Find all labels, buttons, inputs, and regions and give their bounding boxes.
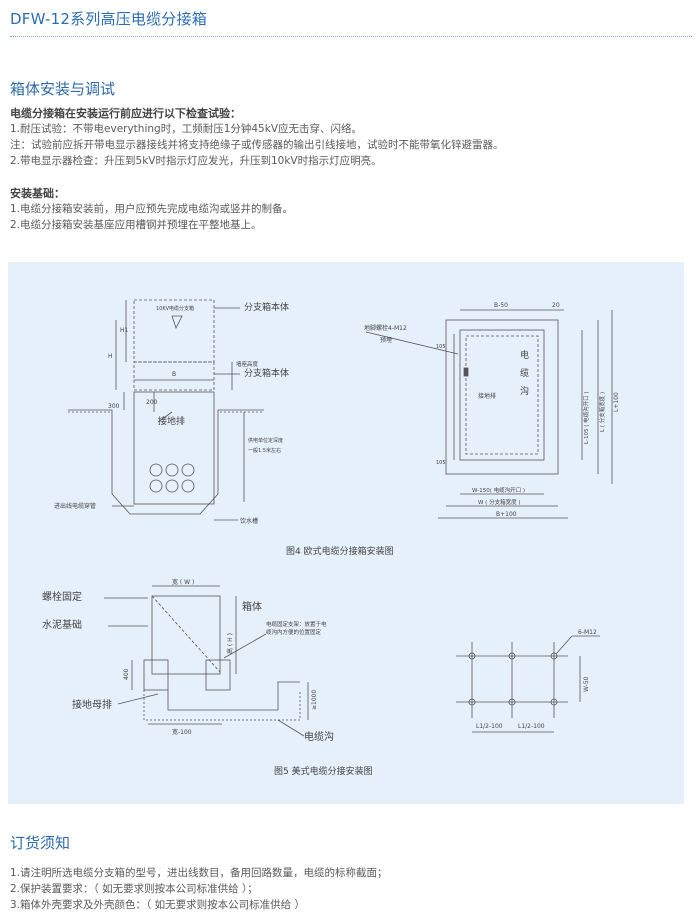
base-outer	[445, 319, 559, 475]
figure4-caption: 图4 欧式电缆分接箱安装图	[286, 545, 394, 557]
width-minus-100-label: 宽-100	[172, 728, 192, 736]
l-plus-100-label: L+100	[613, 392, 620, 412]
box-body-label-2: 分支箱本体	[244, 367, 289, 379]
order-item-2: 2.保护装置要求：（ 如无要求则按本公司标准供给 ）；	[10, 883, 258, 895]
dim-200-label: 200	[146, 399, 158, 406]
anchor-bolt-label: 地脚螺栓4-M12	[364, 324, 407, 332]
figure5-caption: 图5 美式电缆分接安装图	[274, 765, 373, 777]
bolts-6m12-label: 6-M12	[578, 629, 597, 636]
dim-105-top-label: 105	[436, 344, 446, 350]
embed-label: 预埋	[380, 336, 392, 344]
l-half-2-label: L1/2-100	[518, 723, 545, 730]
installation-drawings: 10KV电缆分支箱 分支箱本体 分支箱本体 接地排 H1 H B 300 200…	[42, 299, 620, 777]
l-depth-label: L ( 分支箱宽度 )	[598, 392, 606, 432]
trench-char-3: 沟	[520, 385, 529, 397]
nameplate-text: 10KV电缆分支箱	[156, 305, 194, 312]
trench-depth-label-1: 供电单位定深度	[248, 437, 283, 444]
section-heading-install: 箱体安装与调试	[10, 80, 116, 98]
trench-inner	[133, 391, 215, 505]
l-minus-105-label: L-105 ( 电缆沟开口 )	[582, 392, 590, 445]
box-body-label-1: 分支箱本体	[244, 301, 289, 313]
section-heading-ordering: 订货须知	[10, 834, 71, 852]
bolt-fix-label: 螺栓固定	[42, 590, 82, 603]
w-minus-50-label: W-50	[583, 676, 590, 692]
box-label: 箱体	[242, 600, 262, 613]
cable-trench-label: 电缆沟	[304, 730, 334, 743]
right-footing	[205, 659, 231, 691]
l-half-1-label: L1/2-100	[476, 723, 503, 730]
b-label: B	[172, 371, 176, 378]
h1-label: H1	[120, 327, 129, 334]
w-width-label: W ( 分支箱宽度 )	[478, 498, 520, 506]
w-minus-150-label: W-150( 电缆沟开口 )	[472, 486, 525, 494]
drain-label: 饮水槽	[240, 517, 258, 525]
check-item-note: 注：试验前应拆开带电显示器接线并将支持绝缘子或传感器的输出引线接地，试验时不能带…	[10, 139, 504, 151]
order-item-3: 3.箱体外壳要求及外壳颜色：（ 如无要求则按本公司标准供给 ）	[10, 899, 305, 911]
box-base-outline	[133, 361, 215, 391]
check-item-1: 1.耐压试验：不带电everything时，工频耐压1分钟45kV应无击穿、闪络…	[10, 123, 362, 135]
order-item-1: 1.请注明所选电缆分支箱的型号，进出线数目，备用回路数量，电缆的标称截面；	[10, 867, 388, 879]
install-title: 安装基础：	[10, 187, 65, 200]
dim-105-bottom-label: 105	[436, 460, 446, 466]
b-minus-50-label: B-50	[494, 302, 508, 309]
check-title: 电缆分接箱在安装运行前应进行以下检查试验：	[10, 107, 241, 120]
h-label: H	[108, 353, 113, 360]
title-divider	[10, 36, 692, 37]
figure-panel: 10KV电缆分支箱 分支箱本体 分支箱本体 接地排 H1 H B 300 200…	[8, 262, 684, 804]
ground-bar-right-label: 接地排	[478, 392, 496, 400]
trench-depth-label-2: 一般1.5米左右	[248, 447, 281, 454]
trench-char-2: 缆	[520, 367, 529, 379]
ground-bus-label: 接地母排	[72, 698, 112, 711]
fixing-note-1: 电缆固定支架：放置于电	[266, 620, 327, 628]
dim-400-label: 400	[123, 668, 130, 680]
base-height-label: 墙座高度	[236, 360, 259, 368]
install-item-1: 1.电缆分接箱安装前，用户应预先完成电缆沟或竖井的制备。	[10, 203, 294, 215]
check-item-2: 2.带电显示器检查：升压到5kV时指示灯应发光，升压到10kV时指示灯应明亮。	[10, 155, 382, 167]
page-title: DFW-12系列高压电缆分接箱	[10, 10, 207, 28]
dim-300-label: 300	[108, 403, 120, 410]
left-footing	[143, 659, 169, 691]
trench-opening	[459, 329, 545, 461]
am-box-outline	[151, 595, 221, 675]
install-item-2: 2.电缆分接箱安装基座应用槽钢并预埋在平整地基上。	[10, 219, 262, 231]
dim-ge1000-label: ≥1000	[311, 690, 318, 710]
warning-sign-icon	[171, 315, 183, 330]
b-plus-100-label: B+100	[496, 511, 517, 518]
height-h-label: 高 ( H )	[226, 633, 234, 654]
ground-bar-left-label: 接地排	[158, 415, 185, 427]
concrete-label: 水泥基础	[42, 618, 82, 631]
width-w-label: 宽 ( W )	[172, 578, 194, 586]
trench-outline	[68, 409, 264, 515]
trench-char-1: 电	[520, 349, 529, 361]
dim-20-label: 20	[552, 302, 560, 309]
fixing-note-2: 缆沟内方便的位置固定	[266, 628, 322, 636]
cable-entry-label: 进出线电缆穿管	[54, 502, 96, 510]
